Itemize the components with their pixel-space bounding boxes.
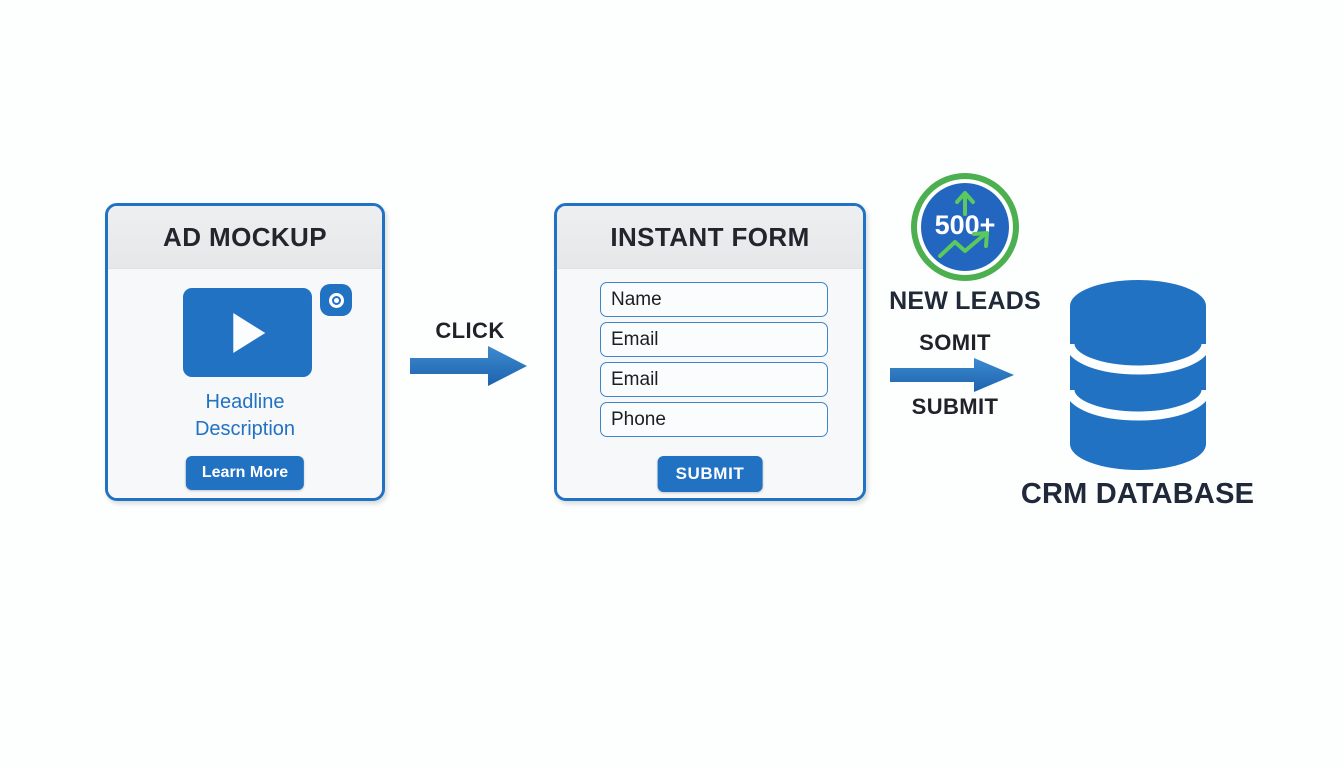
click-arrow-group: CLICK: [410, 318, 530, 393]
submit-arrow-label-bottom: SUBMIT: [911, 394, 999, 419]
email-field-1[interactable]: [600, 322, 828, 357]
database-cylinder-icon: [1065, 280, 1210, 470]
video-thumbnail[interactable]: [183, 288, 312, 377]
instant-form-card-header: INSTANT FORM: [557, 206, 863, 269]
new-leads-label: NEW LEADS: [889, 287, 1041, 315]
phone-field[interactable]: [600, 402, 828, 437]
right-arrow-icon: [890, 358, 1014, 392]
eye-icon-ring: [328, 292, 344, 308]
ad-mockup-card[interactable]: AD MOCKUP Headline Description Learn Mor…: [105, 203, 385, 501]
play-icon: [232, 312, 265, 353]
ad-mockup-title: AD MOCKUP: [163, 221, 327, 252]
email-field-2[interactable]: [600, 362, 828, 397]
right-arrow-icon: [410, 346, 527, 386]
eye-icon-pupil: [333, 297, 339, 303]
ad-headline: Headline: [205, 391, 285, 413]
submit-arrow-label-top: SOMIT: [919, 330, 991, 355]
ad-mockup-card-body: Headline Description Learn More: [108, 269, 382, 498]
new-leads-group: 500+ NEW LEADS: [880, 172, 1050, 316]
ad-mockup-card-header: AD MOCKUP: [108, 206, 382, 269]
learn-more-button[interactable]: Learn More: [185, 456, 305, 490]
ad-description: Description: [194, 418, 296, 440]
instant-form-title: INSTANT FORM: [610, 221, 810, 252]
crm-database-group: CRM DATABASE: [1020, 280, 1255, 511]
instant-form-card[interactable]: INSTANT FORM SUBMIT: [554, 203, 866, 501]
form-fields-list: [600, 282, 828, 442]
trending-up-icon: [938, 231, 989, 258]
new-leads-badge: 500+: [911, 173, 1019, 281]
arrow-up-icon: [955, 191, 975, 216]
submit-button[interactable]: SUBMIT: [657, 456, 763, 492]
click-arrow-label: CLICK: [435, 318, 505, 343]
submit-arrow-group: SOMIT SUBMIT: [890, 330, 1020, 430]
name-field[interactable]: [600, 282, 828, 317]
eye-icon[interactable]: [320, 284, 352, 316]
crm-database-label: CRM DATABASE: [1020, 478, 1255, 510]
instant-form-card-body: SUBMIT: [557, 269, 863, 498]
